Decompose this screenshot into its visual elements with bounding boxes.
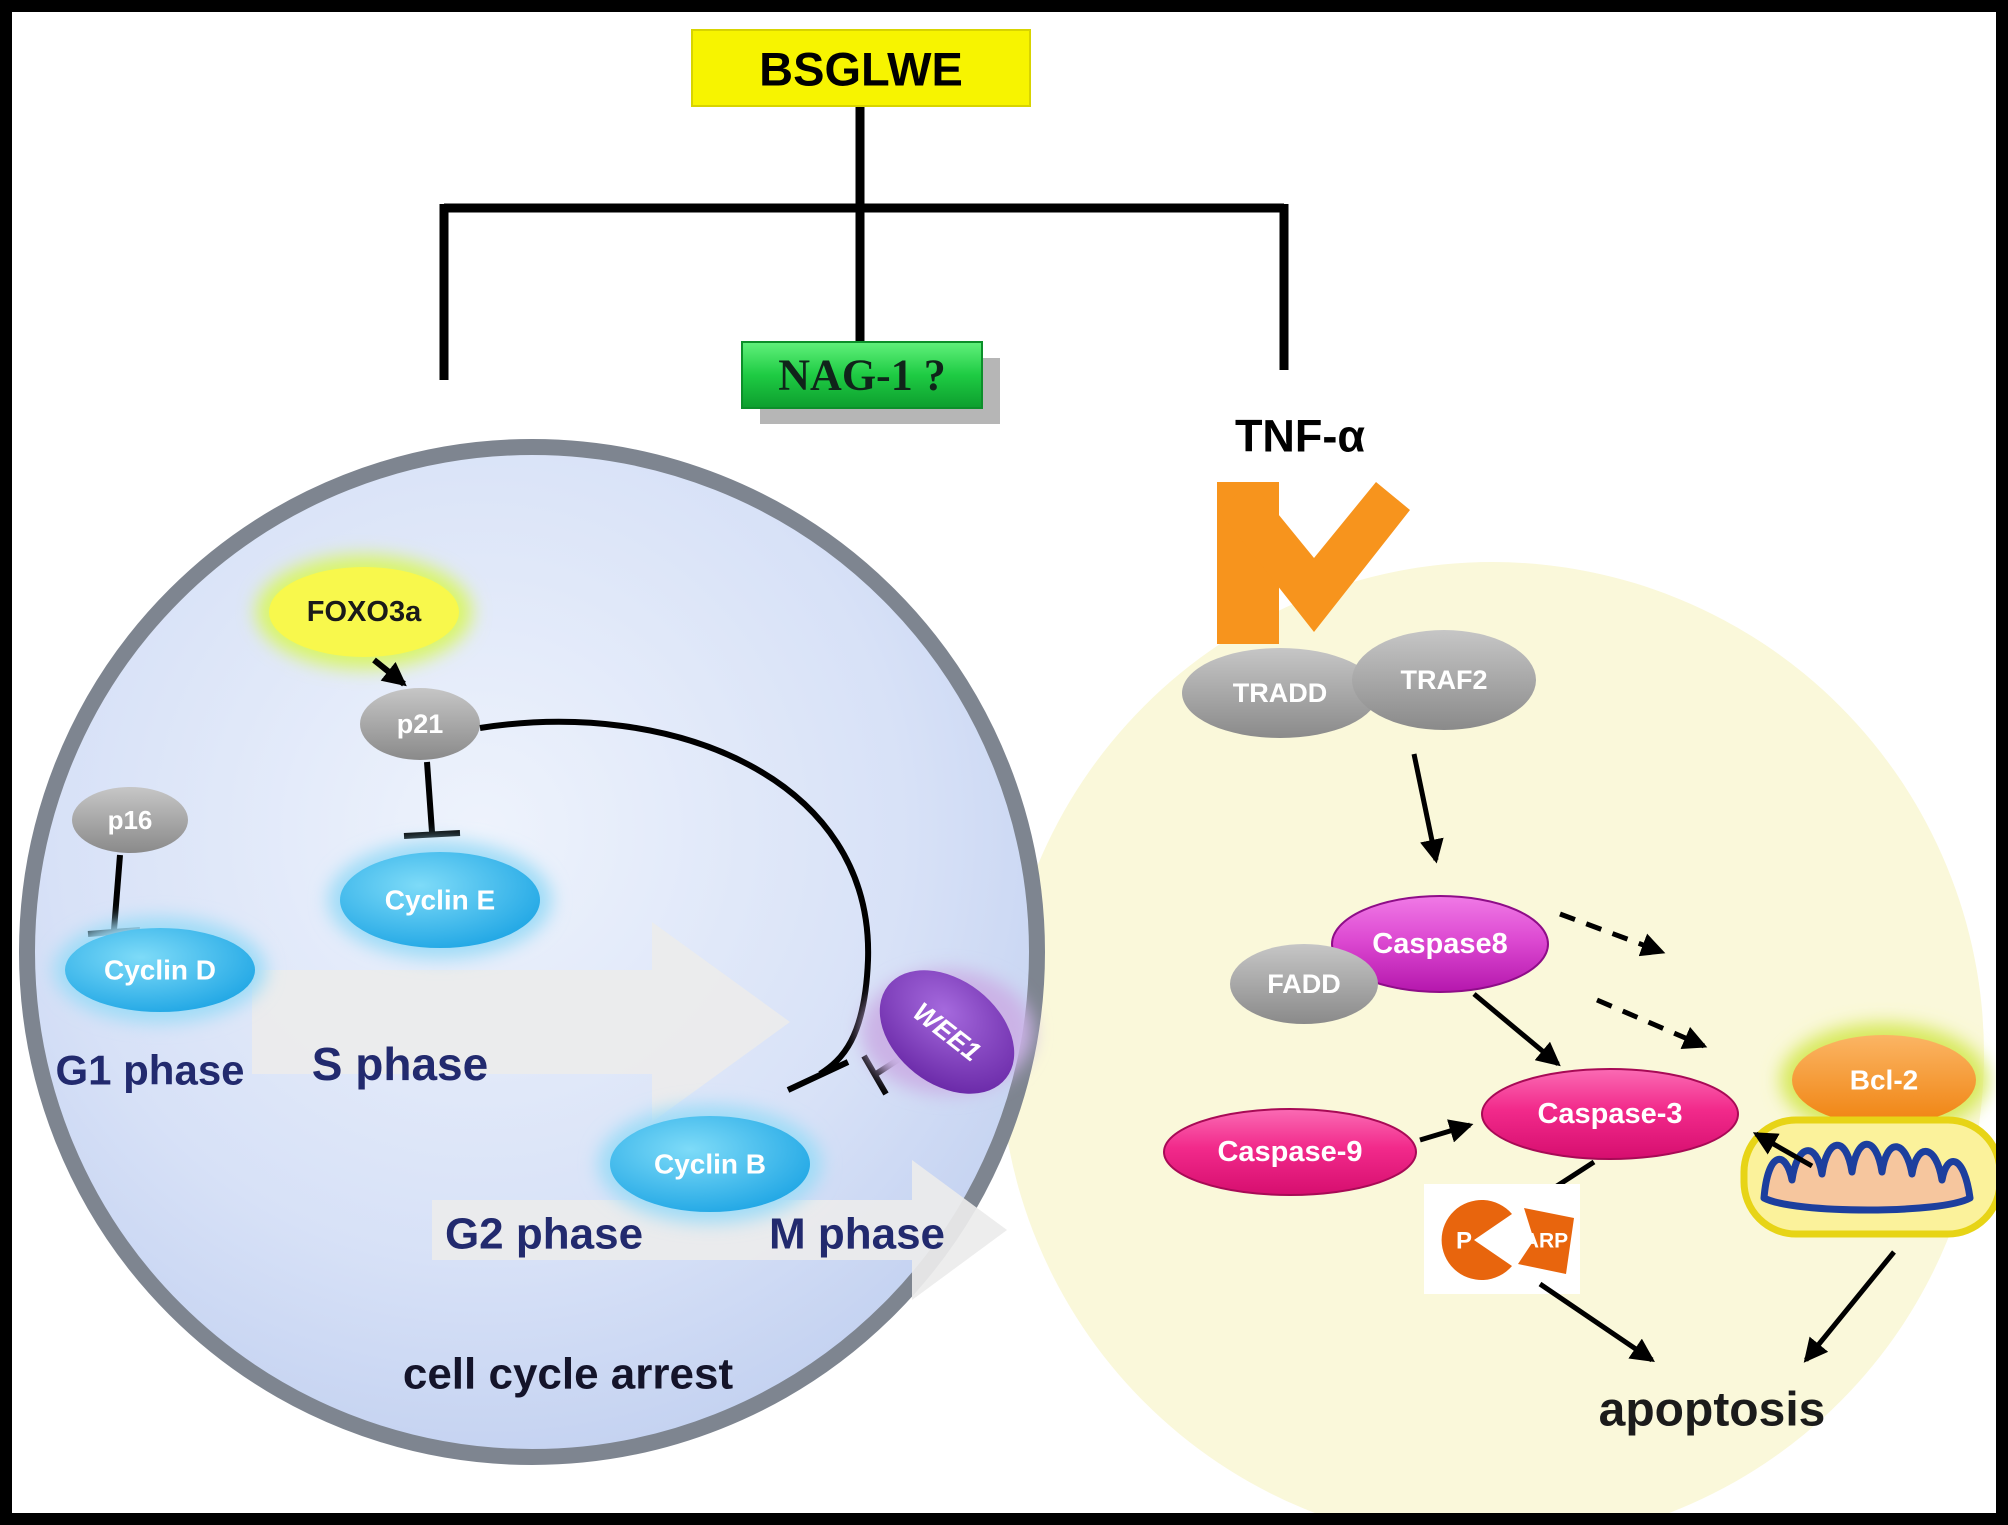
diagram-canvas: BSGLWE NAG-1 ? TNF-α FOXO3a p21 p16 Cycl… [19, 29, 1996, 1513]
cell-cycle-arrest-caption: cell cycle arrest [403, 1350, 734, 1399]
cyclind-label: Cyclin D [104, 955, 216, 986]
inhibit-p21-g2m-curve [479, 718, 872, 1077]
bsglwe-branch-lines [439, 104, 1289, 380]
bcl2-label: Bcl-2 [1850, 1065, 1918, 1096]
caspase3-node [1481, 1068, 1739, 1160]
caspase8-label: Caspase8 [1372, 928, 1507, 960]
tradd-node [1182, 648, 1378, 738]
foxo3a-label: FOXO3a [307, 596, 422, 628]
dashed-arrow-caspase8-upper [1559, 911, 1666, 957]
cyclinb-label: Cyclin B [654, 1149, 766, 1180]
inhibit-p21-cycline [403, 761, 461, 839]
wee1-node [879, 970, 1015, 1094]
mitochondria-icon [1740, 1116, 1996, 1238]
tnf-alpha-label: TNF-α [1235, 411, 1365, 462]
caspase3-label: Caspase-3 [1537, 1098, 1682, 1130]
arrow-mito-apoptosis [1803, 1250, 1896, 1363]
bsglwe-box [691, 29, 1031, 107]
apoptosis-caption: apoptosis [1599, 1384, 1826, 1437]
traf2-label: TRAF2 [1401, 665, 1488, 695]
arrow-caspase8-caspase3 [1472, 992, 1561, 1067]
parp-arp-label: ARP [1524, 1230, 1568, 1253]
g1-phase-label: G1 phase [55, 1047, 244, 1094]
cyclind-node [65, 928, 255, 1012]
arrow-tradd-caspase8 [1411, 753, 1444, 864]
foxo3a-node [269, 567, 459, 657]
p21-label: p21 [397, 709, 444, 739]
s-phase-arrow [252, 922, 790, 1122]
p16-label: p16 [108, 805, 153, 835]
bcl2-node [1792, 1035, 1976, 1125]
caspase9-label: Caspase-9 [1217, 1136, 1362, 1168]
arrow-caspase9-caspase3 [1419, 1119, 1474, 1143]
bsglwe-label: BSGLWE [759, 43, 963, 96]
m-phase-label: M phase [769, 1210, 945, 1259]
cycline-node [340, 852, 540, 948]
arrow-foxo3a-p21 [372, 657, 407, 687]
parp-p-label: P [1456, 1228, 1472, 1255]
nag1-box [741, 341, 983, 409]
fadd-node [1230, 944, 1378, 1024]
nag1-label: NAG-1 ? [778, 351, 945, 400]
traf2-node [1352, 630, 1536, 730]
cyclinb-node [610, 1116, 810, 1212]
arrow-mito-caspase3 [1752, 1131, 1814, 1169]
parp-cleaved-icon: P ARP [1424, 1184, 1580, 1294]
s-phase-label: S phase [312, 1038, 488, 1090]
caspase9-node [1163, 1108, 1417, 1196]
tradd-label: TRADD [1233, 678, 1328, 708]
p16-node [72, 787, 188, 853]
dashed-arrow-caspase8-lower [1596, 997, 1708, 1049]
g2-phase-label: G2 phase [445, 1210, 643, 1259]
caspase8-node [1331, 895, 1549, 993]
fadd-label: FADD [1267, 969, 1341, 999]
m-phase-arrow [432, 1160, 1007, 1300]
p21-node [360, 688, 480, 760]
inhibit-p21-g2m-bar [786, 1059, 850, 1093]
cycline-label: Cyclin E [385, 885, 495, 916]
arrow-parp-apoptosis [1538, 1281, 1655, 1363]
tnf-arrow-chevron-icon [1218, 482, 1410, 632]
apoptosis-region-circle [1000, 562, 1984, 1513]
